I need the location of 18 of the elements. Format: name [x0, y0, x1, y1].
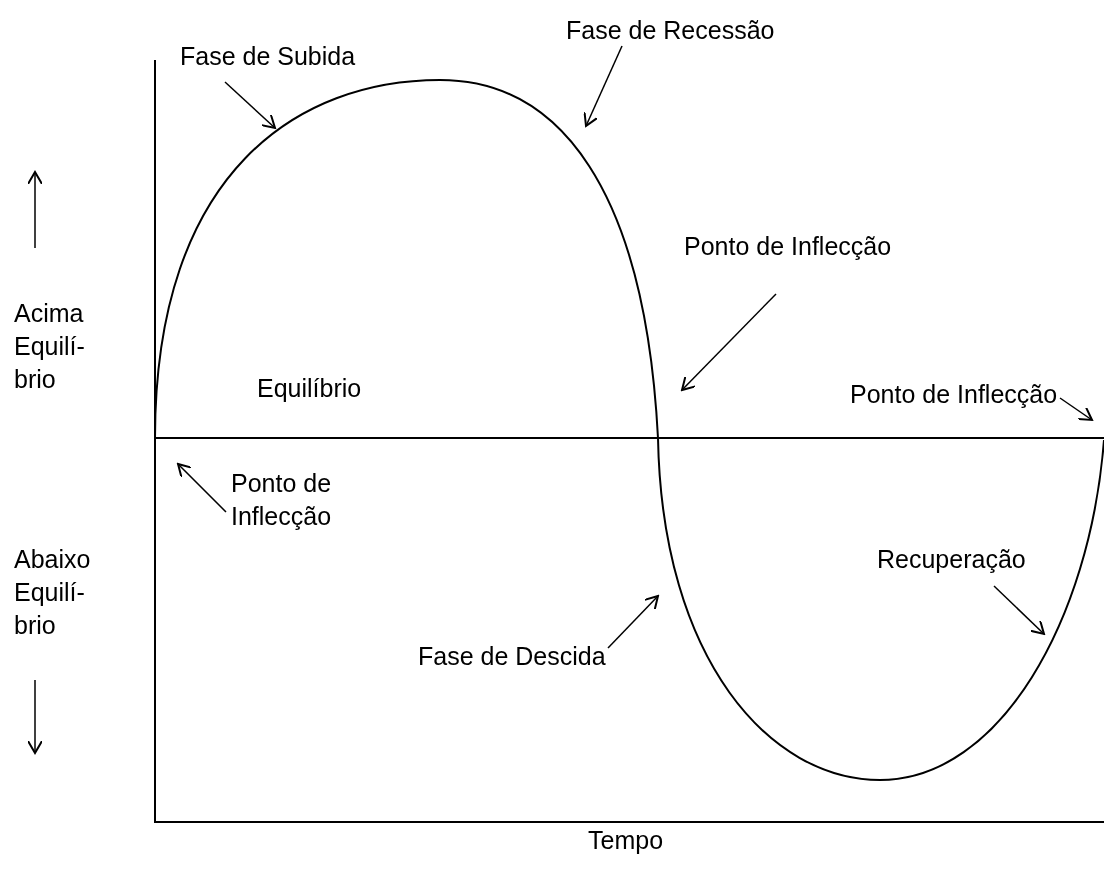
leader-arrow [607, 595, 659, 649]
leader-arrow [1059, 397, 1093, 421]
axis-label: Equilíbrio [257, 373, 362, 404]
leader-arrow [177, 463, 227, 513]
axis-label: Tempo [588, 825, 664, 856]
axis-label: Abaixo Equilí- brio [14, 544, 91, 641]
leader-arrow [681, 293, 777, 391]
phase-label: Fase de Subida [180, 40, 356, 73]
phase-label: Ponto de Inflecção [850, 378, 1058, 411]
phase-label: Recuperação [877, 543, 1026, 576]
axis-label: Acima Equilí- brio [14, 298, 85, 395]
phase-label: Ponto de Inflecção [231, 467, 371, 533]
leader-arrow [224, 81, 276, 129]
leader-arrow [993, 585, 1045, 635]
phase-label: Ponto de Inflecção [684, 230, 892, 263]
phase-label: Fase de Descida [418, 640, 606, 673]
leader-arrow [583, 45, 623, 127]
phase-label: Fase de Recessão [566, 14, 775, 47]
